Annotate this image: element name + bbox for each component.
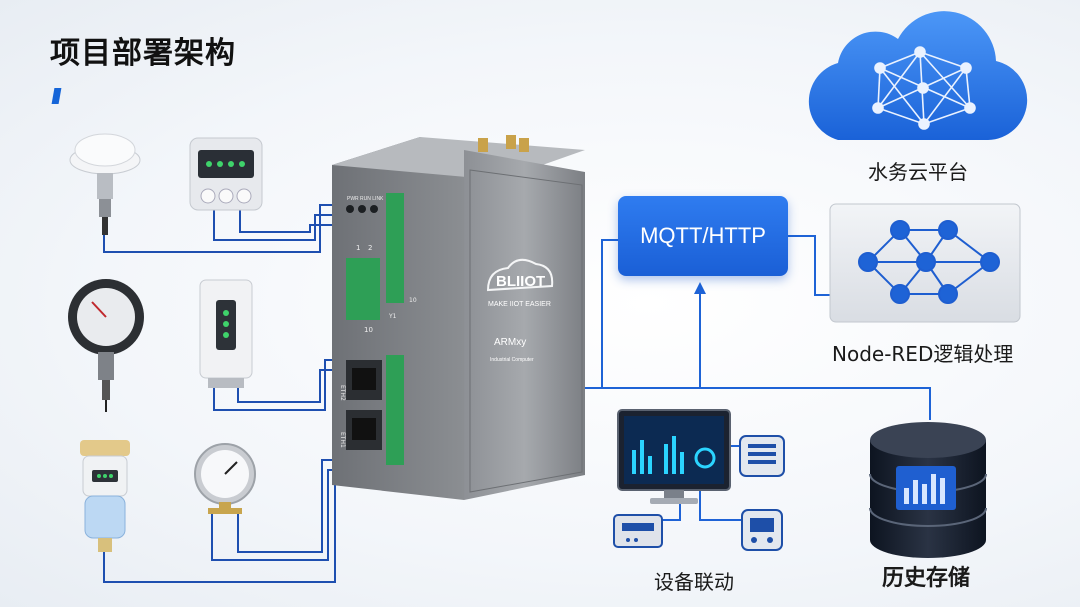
- pressure-gauge-icon: [68, 279, 144, 412]
- database-storage-icon: [869, 422, 987, 558]
- gateway-slogan: MAKE IIOT EASIER: [488, 301, 551, 308]
- gateway-brand: BLIIOT: [496, 273, 545, 290]
- gateway-num-4: Y1: [388, 313, 397, 320]
- wall-sensor-icon: [199, 279, 253, 388]
- sensor-wiring: [103, 204, 336, 583]
- controller-device-icon: [613, 514, 663, 548]
- bliiot-logo-icon: [486, 258, 554, 292]
- gateway-num-2: 2: [368, 244, 372, 252]
- protocol-box: MQTT/HTTP: [618, 196, 788, 276]
- gnss-antenna-sensor-icon: [69, 133, 141, 235]
- level-display-sensor-icon: [189, 137, 263, 211]
- linkage-label: 设备联动: [654, 570, 734, 594]
- vehicle-device-icon: [741, 509, 783, 551]
- nodered-panel: [829, 203, 1021, 323]
- server-box-icon: [739, 435, 785, 477]
- gateway-model: ARMxy: [494, 337, 526, 348]
- monitor-dashboard-icon: [617, 409, 731, 504]
- page-title: 项目部署架构: [50, 36, 236, 71]
- water-meter-icon: [80, 440, 130, 552]
- gateway-led-labels: PWR RUN LINK: [347, 196, 384, 202]
- antenna-connector-icon: [478, 135, 529, 152]
- nodered-label: Node-RED逻辑处理: [832, 342, 1014, 366]
- armxy-gateway: [332, 135, 585, 500]
- storage-label: 历史存储: [882, 566, 971, 591]
- gateway-subtitle: Industrial Computer: [490, 357, 534, 363]
- gateway-port-eth1: ETH1: [339, 432, 346, 448]
- gateway-num-5: 10: [409, 297, 417, 304]
- dial-gauge-icon: [194, 443, 256, 514]
- gateway-num-1: 1: [356, 244, 360, 252]
- cloud-label: 水务云平台: [868, 160, 968, 184]
- gateway-num-3: 10: [364, 326, 373, 334]
- cloud-platform-icon: [808, 11, 1028, 140]
- arrow-up-icon: [694, 282, 706, 294]
- gateway-port-eth2: ETH2: [339, 385, 346, 401]
